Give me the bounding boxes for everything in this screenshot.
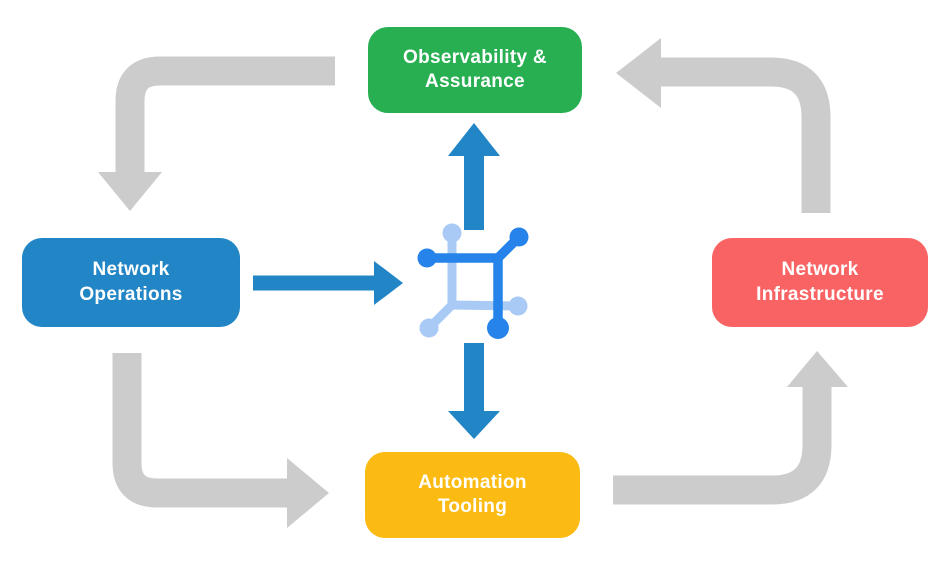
arrowhead-right-icon xyxy=(374,261,403,305)
arrow-operations-to-icon xyxy=(253,261,403,305)
arrow-observability-to-operations xyxy=(98,56,335,211)
cycle-arrows xyxy=(98,38,848,528)
arrowhead-down-icon xyxy=(98,172,162,211)
arrow-infrastructure-to-observability xyxy=(616,38,831,213)
node-observability-assurance-label: Observability & Assurance xyxy=(403,46,547,92)
node-network-operations-label: Network Operations xyxy=(79,259,183,305)
arrow-operations-to-tooling xyxy=(112,353,329,528)
blue-arrows xyxy=(253,123,500,439)
node-automation-tooling: Automation Tooling xyxy=(365,452,580,538)
node-network-operations: Network Operations xyxy=(22,238,240,327)
arrowhead-right-icon xyxy=(287,458,329,528)
node-network-infrastructure-label: Network Infrastructure xyxy=(756,259,884,305)
node-observability-assurance: Observability & Assurance xyxy=(368,27,582,113)
arrow-icon-to-tooling xyxy=(448,343,500,439)
arrowhead-left-icon xyxy=(616,38,661,108)
arrowhead-up-icon xyxy=(787,351,848,387)
arrowhead-up-icon xyxy=(448,123,500,156)
arrow-tooling-to-infrastructure xyxy=(613,351,848,505)
arrowhead-down-icon xyxy=(448,411,500,439)
node-automation-tooling-label: Automation Tooling xyxy=(418,471,527,517)
icon-dark-part xyxy=(417,227,529,339)
network-automation-icon xyxy=(417,223,529,339)
arrow-icon-to-observability xyxy=(448,123,500,230)
node-network-infrastructure: Network Infrastructure xyxy=(712,238,928,327)
